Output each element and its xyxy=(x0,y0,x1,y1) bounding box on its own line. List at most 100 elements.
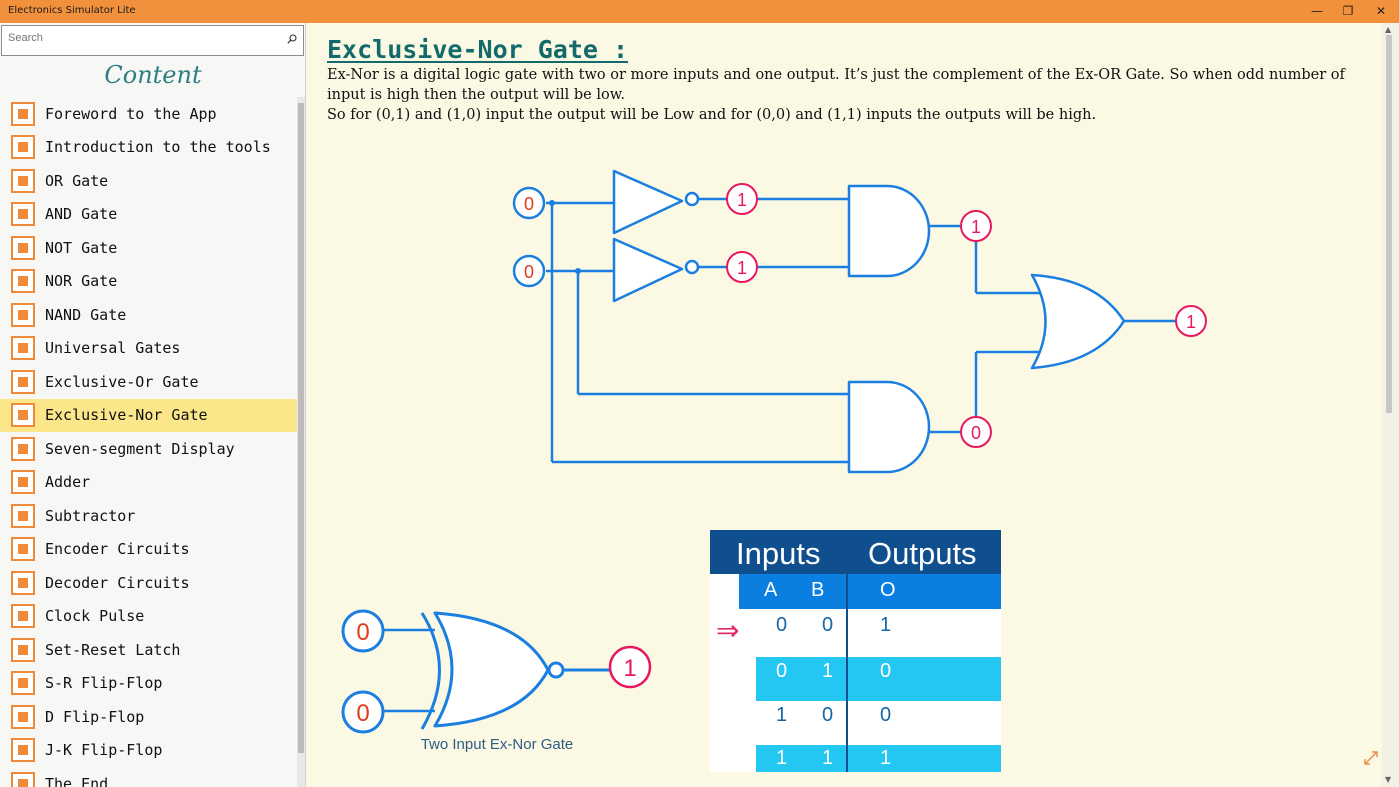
sidebar-item-label: Exclusive-Or Gate xyxy=(45,372,199,391)
square-bullet-icon xyxy=(11,403,35,428)
sidebar: Content Foreword to the AppIntroduction … xyxy=(0,23,306,787)
sidebar-item[interactable]: NAND Gate xyxy=(0,298,297,332)
square-bullet-icon xyxy=(11,771,35,787)
sidebar-item-label: Foreword to the App xyxy=(45,104,217,123)
xnor-input-curve xyxy=(420,612,441,730)
sidebar-item[interactable]: Universal Gates xyxy=(0,332,297,366)
xnor-bubble xyxy=(547,661,565,679)
sidebar-item[interactable]: NOR Gate xyxy=(0,265,297,299)
cell-o: 0 xyxy=(880,660,892,682)
table-row: 1 1 1 xyxy=(756,745,1001,772)
sidebar-item-label: The End xyxy=(45,774,109,787)
square-bullet-icon xyxy=(11,637,35,662)
sidebar-item-label: D Flip-Flop xyxy=(45,707,145,726)
cell-a: 1 xyxy=(776,704,788,726)
square-bullet-icon xyxy=(11,168,35,193)
xnor-input-b-value: 0 xyxy=(356,700,369,727)
sidebar-item[interactable]: J-K Flip-Flop xyxy=(0,734,297,768)
search-box[interactable] xyxy=(1,25,304,56)
sidebar-item-label: J-K Flip-Flop xyxy=(45,741,163,760)
and-bottom-output-node xyxy=(960,416,992,448)
sidebar-item[interactable]: Adder xyxy=(0,466,297,500)
square-bullet-icon xyxy=(11,570,35,595)
xnor-input-a-value: 0 xyxy=(356,619,369,646)
sidebar-item[interactable]: AND Gate xyxy=(0,198,297,232)
sidebar-item[interactable]: Introduction to the tools xyxy=(0,131,297,165)
square-bullet-icon xyxy=(11,202,35,227)
cell-b: 0 xyxy=(822,614,834,636)
square-bullet-icon xyxy=(11,369,35,394)
not-b-output-node xyxy=(726,251,758,283)
sidebar-item[interactable]: Subtractor xyxy=(0,499,297,533)
sidebar-item[interactable]: The End xyxy=(0,767,297,787)
sidebar-scroll-thumb[interactable] xyxy=(298,103,304,753)
xnor-circuit-diagram: 0 0 1 1 1 0 1 0 0 1 Two Input Ex-Nor Gat… xyxy=(341,169,1207,753)
sidebar-item[interactable]: Clock Pulse xyxy=(0,600,297,634)
square-bullet-icon xyxy=(11,302,35,327)
title-bar: Electronics Simulator Lite — ❐ ✕ xyxy=(0,0,1399,23)
and-gate-top xyxy=(847,184,931,278)
not-gate-top xyxy=(612,169,684,235)
restore-button[interactable]: ❐ xyxy=(1342,4,1354,18)
search-icon[interactable] xyxy=(287,34,297,44)
scroll-down-icon[interactable]: ▼ xyxy=(1385,775,1392,784)
xnor-input-a-node xyxy=(341,609,385,653)
truth-table-header: Inputs Outputs xyxy=(710,530,1001,574)
sidebar-item[interactable]: OR Gate xyxy=(0,164,297,198)
search-input[interactable] xyxy=(8,28,278,48)
sidebar-item-label: Exclusive-Nor Gate xyxy=(45,406,208,425)
and-bottom-output-value: 0 xyxy=(971,423,981,443)
expand-icon[interactable] xyxy=(1363,750,1379,766)
description-paragraph-2: So for (0,1) and (1,0) input the output … xyxy=(327,107,1097,123)
sidebar-item-label: Universal Gates xyxy=(45,339,181,358)
cell-a: 0 xyxy=(776,614,788,636)
sidebar-item[interactable]: S-R Flip-Flop xyxy=(0,667,297,701)
sidebar-item[interactable]: Seven-segment Display xyxy=(0,432,297,466)
col-o-header: O xyxy=(880,579,896,601)
sidebar-item[interactable]: Exclusive-Nor Gate xyxy=(0,398,297,432)
sidebar-scrollbar[interactable] xyxy=(297,97,305,787)
main-content: Exclusive-Nor Gate : Ex-Nor is a digital… xyxy=(307,23,1382,787)
or-gate xyxy=(1030,273,1126,370)
sidebar-item-label: Encoder Circuits xyxy=(45,540,190,559)
not-gate-bottom-bubble xyxy=(684,259,700,275)
not-b-output-value: 1 xyxy=(737,258,747,278)
table-row: 0 1 0 xyxy=(756,657,1001,701)
cell-b: 0 xyxy=(822,704,834,726)
truth-table-subheader: A B O xyxy=(739,574,1001,609)
not-a-output-node xyxy=(726,183,758,215)
or-output-value: 1 xyxy=(1186,312,1196,332)
scroll-up-icon[interactable]: ▲ xyxy=(1385,25,1392,34)
square-bullet-icon xyxy=(11,738,35,763)
sidebar-item[interactable]: Foreword to the App xyxy=(0,97,297,131)
table-row: 1 0 0 xyxy=(756,704,1001,748)
app-title: Electronics Simulator Lite xyxy=(8,5,136,16)
sidebar-item[interactable]: Encoder Circuits xyxy=(0,533,297,567)
input-b-value: 0 xyxy=(524,262,534,282)
sidebar-item[interactable]: Set-Reset Latch xyxy=(0,633,297,667)
minimize-button[interactable]: — xyxy=(1311,4,1323,18)
sidebar-item-label: Introduction to the tools xyxy=(45,138,271,157)
main-scroll-thumb[interactable] xyxy=(1386,35,1392,413)
square-bullet-icon xyxy=(11,101,35,126)
sidebar-item-label: NOT Gate xyxy=(45,238,118,257)
square-bullet-icon xyxy=(11,671,35,696)
not-gate-bottom xyxy=(612,237,684,303)
main-scrollbar[interactable]: ▲ ▼ xyxy=(1382,23,1399,787)
sidebar-item-label: Decoder Circuits xyxy=(45,573,190,592)
square-bullet-icon xyxy=(11,470,35,495)
table-row: 0 0 1 xyxy=(756,614,1001,658)
description: Ex-Nor is a digital logic gate with two … xyxy=(327,65,1367,125)
not-a-output-value: 1 xyxy=(737,190,747,210)
square-bullet-icon xyxy=(11,235,35,260)
sidebar-item[interactable]: Exclusive-Or Gate xyxy=(0,365,297,399)
sidebar-item[interactable]: D Flip-Flop xyxy=(0,700,297,734)
sidebar-item[interactable]: Decoder Circuits xyxy=(0,566,297,600)
square-bullet-icon xyxy=(11,436,35,461)
sidebar-item[interactable]: NOT Gate xyxy=(0,231,297,265)
close-button[interactable]: ✕ xyxy=(1375,4,1387,18)
sidebar-item-label: OR Gate xyxy=(45,171,109,190)
column-divider xyxy=(846,530,848,772)
square-bullet-icon xyxy=(11,336,35,361)
